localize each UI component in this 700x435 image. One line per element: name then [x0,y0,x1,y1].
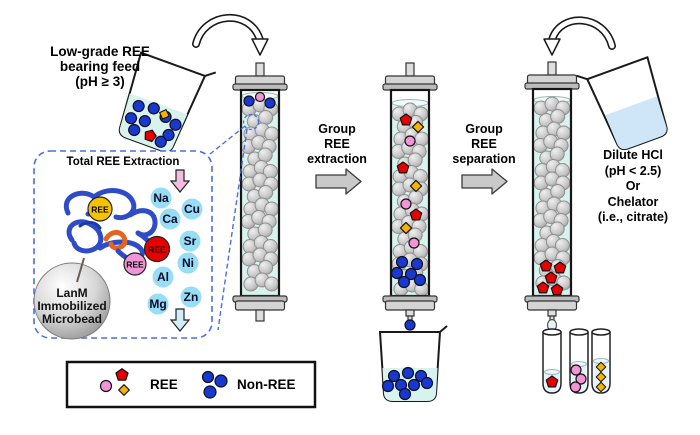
bead [264,126,280,142]
bead [550,184,566,199]
ree-badge-red-label: REE [148,245,166,255]
microbead-label-1: LanM [56,286,87,300]
non-ree-droplet [404,319,416,331]
column-2-ree-particles [390,113,427,289]
column-3 [524,61,580,332]
feed-label-line-1: Low-grade REE [50,44,150,59]
ree-badge-pink-label: REE [126,260,144,270]
ion-na: Na [150,187,172,209]
bead-pack-3 [532,96,572,291]
bead [407,152,423,168]
bead [550,109,566,124]
eluent-line-5: (i.e., citrate) [597,210,669,224]
microbead-sphere [33,262,111,340]
fraction-tube-3 [591,328,611,394]
column-2 [382,62,438,331]
eluent-line-2: (pH < 2.5) [604,163,662,178]
eluent-line-3: Or [625,179,641,193]
bead [549,146,565,162]
microbead-label-3: Microbead [42,312,102,326]
ion-sr: Sr [179,230,201,252]
ion-mg: Mg [147,293,169,315]
fraction-tube-1 [542,328,562,394]
svg-text:Ca: Ca [162,212,178,226]
non-ree-beaker [378,325,448,402]
bead [264,276,280,292]
step1-line-3: extraction [307,152,367,166]
step-label-extraction: Group REE extraction [295,122,379,167]
svg-text:Mg: Mg [149,297,166,311]
eluent-line-4: Chelator [607,194,659,209]
legend-box: REE Non-REE [65,360,317,409]
legend-ree-pink [99,379,113,393]
extraction-callout-box: LanM Immobilized Microbead REE REE [33,150,213,340]
step2-line-1: Group [465,122,503,136]
svg-text:Cu: Cu [184,202,200,216]
step-label-separation: Group REE separation [442,122,526,167]
ion-al: Al [152,266,174,288]
ree-badge-red: REE [143,235,171,263]
feed-label-line-3: (pH ≥ 3) [75,74,125,89]
svg-text:Ni: Ni [182,256,194,270]
ion-ca: Ca [159,208,181,230]
acid-beaker [576,55,668,151]
svg-text:Sr: Sr [184,234,197,248]
ion-zn: Zn [180,286,202,308]
bead [264,201,280,217]
ion-ni: Ni [177,252,199,274]
bead [549,221,565,237]
bead [258,110,274,125]
bead-pack-1 [240,97,280,292]
zoom-callout-lines [209,113,260,331]
feed-label-line-2: bearing feed [59,59,141,74]
bead [258,185,274,200]
ions-in-arrow [169,169,191,193]
svg-text:Na: Na [153,191,169,205]
step2-line-2: REE [471,137,497,151]
pour-arrow-right [543,16,616,56]
legend-nonree-dot-3 [203,385,217,399]
fraction-tube-2 [569,328,589,394]
step1-line-1: Group [318,122,356,136]
feed-particles [124,99,182,148]
ree-badge-yellow-label: REE [91,205,109,215]
ree-badge-pink: REE [123,252,147,276]
step1-line-2: REE [324,137,350,151]
bead [414,131,430,147]
feed-label: Low-grade REE bearing feed (pH ≥ 3) [29,44,171,89]
ions-out-arrow [169,308,191,332]
legend-nonree-label: Non-REE [237,377,296,392]
microbead-label-2: Immobilized [37,299,106,313]
extraction-step-arrow [315,168,362,195]
ion-cu: Cu [181,198,203,220]
bead [258,260,274,275]
bead [257,147,273,163]
svg-text:Al: Al [157,270,169,284]
svg-text:Zn: Zn [184,290,199,304]
column-1 [232,62,288,322]
legend-nonree-dot-1 [201,370,215,384]
eluent-label: Dilute HCl (pH < 2.5) Or Chelator (i.e.,… [567,148,699,226]
ree-badge-yellow: REE [87,196,113,222]
bead [257,222,273,238]
bead [556,125,572,141]
legend-ree-label: REE [150,377,178,392]
eluent-line-1: Dilute HCl [603,148,663,162]
pour-arrow-left [192,13,269,56]
step2-line-3: separation [452,152,516,166]
extraction-box-title: Total REE Extraction [66,156,180,168]
feed-beaker [118,51,217,153]
legend-nonree-dot-2 [214,374,228,388]
protein-linker [76,257,85,283]
separation-step-arrow [461,168,508,195]
